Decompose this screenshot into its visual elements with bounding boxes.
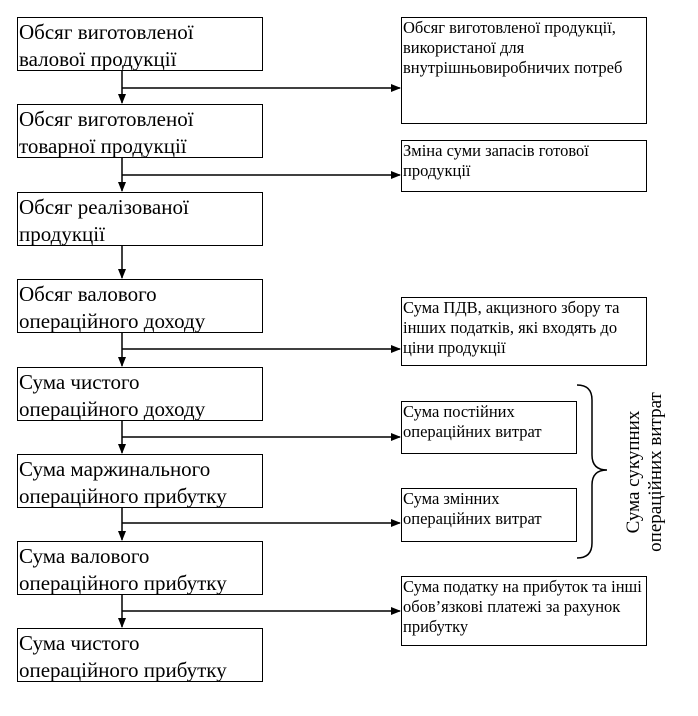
box-vat-excise: Сума ПДВ, акцизного збору та інших подат… xyxy=(401,297,647,366)
box-fixed-costs: Сума постійних операційних витрат xyxy=(401,401,577,454)
box-label: Обсяг виготовленої товарної продукції xyxy=(19,107,194,158)
box-label: Сума ПДВ, акцизного збору та інших подат… xyxy=(403,298,620,357)
box-label: Сума чистого операційного доходу xyxy=(19,370,206,421)
box-label: Обсяг виготовленої валової продукції xyxy=(19,20,194,71)
box-variable-costs: Сума змінних операційних витрат xyxy=(401,488,577,542)
box-label: Сума чистого операційного прибутку xyxy=(19,631,227,682)
box-marginal-operating-profit: Сума маржинального операційного прибутку xyxy=(17,454,263,508)
box-label: Сума податку на прибуток та інші обов’яз… xyxy=(403,577,642,636)
box-label: Обсяг валового операційного доходу xyxy=(19,282,206,333)
box-label: Сума постійних операційних витрат xyxy=(403,402,542,441)
brace-label: Сума сукупних операційних витрат xyxy=(623,392,666,552)
box-gross-output: Обсяг виготовленої валової продукції xyxy=(17,17,263,71)
box-label: Зміна суми запасів готової продукції xyxy=(403,141,589,180)
box-label: Обсяг реалізованої продукції xyxy=(19,195,189,246)
curly-brace xyxy=(576,384,608,559)
box-commodity-output: Обсяг виготовленої товарної продукції xyxy=(17,104,263,158)
box-internal-consumption: Обсяг виготовленої продукції, використан… xyxy=(401,17,647,124)
box-income-tax: Сума податку на прибуток та інші обов’яз… xyxy=(401,576,647,646)
box-label: Сума маржинального операційного прибутку xyxy=(19,457,227,508)
box-stock-change: Зміна суми запасів готової продукції xyxy=(401,140,647,192)
box-label: Сума валового операційного прибутку xyxy=(19,544,227,595)
box-label: Обсяг виготовленої продукції, використан… xyxy=(403,18,623,77)
box-net-operating-income: Сума чистого операційного доходу xyxy=(17,367,263,421)
box-label: Сума змінних операційних витрат xyxy=(403,489,542,528)
box-net-operating-profit: Сума чистого операційного прибутку xyxy=(17,628,263,682)
box-gross-operating-income: Обсяг валового операційного доходу xyxy=(17,279,263,333)
box-sold-products: Обсяг реалізованої продукції xyxy=(17,192,263,246)
box-gross-operating-profit: Сума валового операційного прибутку xyxy=(17,541,263,595)
